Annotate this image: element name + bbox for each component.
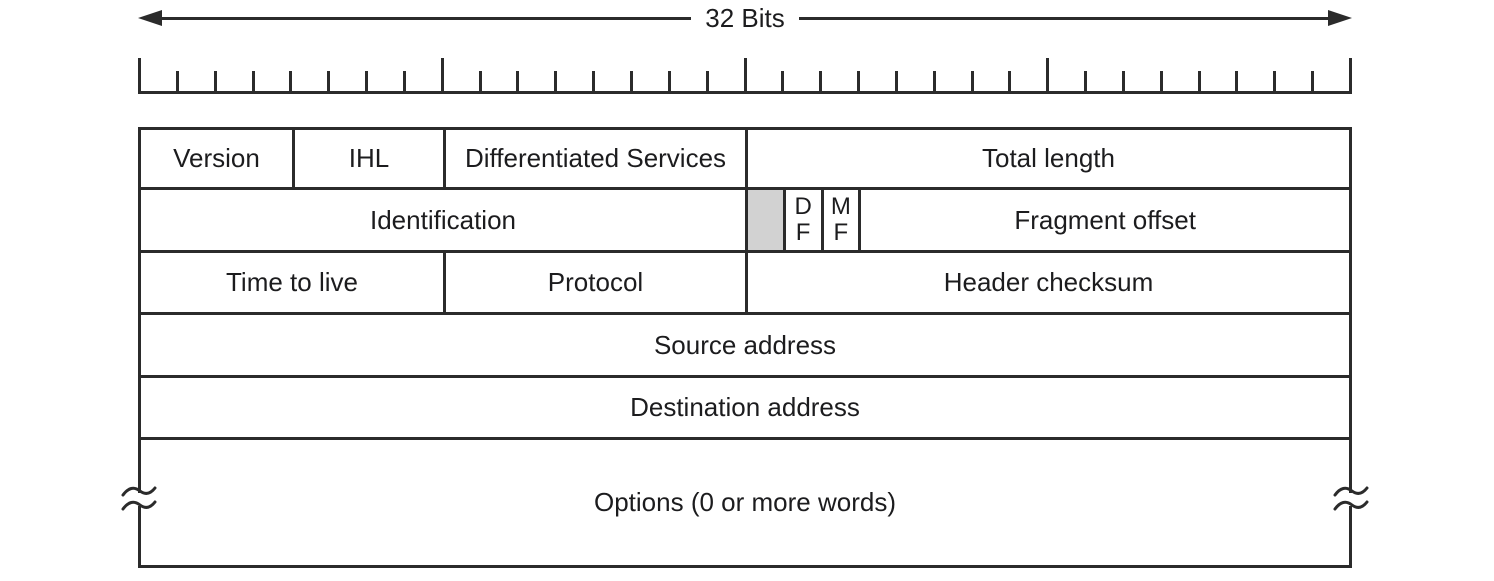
- field-source-address: Source address: [653, 329, 837, 360]
- flag-letter: F: [833, 219, 849, 246]
- ruler-minor-tick: [1084, 71, 1087, 91]
- ruler-minor-tick: [1311, 71, 1314, 91]
- bits-width-arrow: 32 Bits: [138, 4, 1352, 32]
- ruler-minor-tick: [176, 71, 179, 91]
- ruler-major-tick: [441, 58, 444, 91]
- ruler-minor-tick: [933, 71, 936, 91]
- ruler-minor-tick: [1160, 71, 1163, 91]
- ruler-major-tick: [1046, 58, 1049, 91]
- ruler-minor-tick: [516, 71, 519, 91]
- ruler-minor-tick: [819, 71, 822, 91]
- field-protocol: Protocol: [443, 253, 745, 312]
- field-fragment-offset: Fragment offset: [858, 190, 1349, 250]
- bits-label: 32 Bits: [705, 3, 785, 33]
- field-total-length: Total length: [745, 130, 1349, 187]
- ruler-minor-tick: [1198, 71, 1201, 91]
- ruler-minor-tick: [857, 71, 860, 91]
- ruler-minor-tick: [1122, 71, 1125, 91]
- field-unused-bit: [745, 190, 783, 250]
- ruler-minor-tick: [1273, 71, 1276, 91]
- header-row-4: Source address: [141, 312, 1349, 375]
- field-time-to-live: Time to live: [226, 267, 358, 297]
- field-options: Options (0 or more words): [594, 487, 896, 517]
- ruler-minor-tick: [252, 71, 255, 91]
- field-header-checksum: Header checksum: [745, 253, 1349, 312]
- field-ihl: IHL: [292, 130, 443, 187]
- ruler-minor-tick: [327, 71, 330, 91]
- length-break-left-icon: [119, 482, 159, 516]
- flag-letter: M: [830, 193, 851, 220]
- header-row-6: Options (0 or more words): [141, 437, 1349, 565]
- ruler-minor-tick: [403, 71, 406, 91]
- bit-ruler: [138, 58, 1352, 94]
- ruler-minor-tick: [214, 71, 217, 91]
- ruler-minor-tick: [479, 71, 482, 91]
- ruler-minor-tick: [1235, 71, 1238, 91]
- header-row-5: Destination address: [141, 375, 1349, 437]
- ruler-minor-tick: [554, 71, 557, 91]
- ruler-minor-tick: [365, 71, 368, 91]
- arrow-line-left: [162, 16, 692, 20]
- flag-letter: F: [795, 219, 811, 246]
- arrow-left-head-icon: [138, 10, 162, 26]
- flag-letter: D: [794, 193, 812, 220]
- ruler-major-tick: [1349, 58, 1352, 91]
- ruler-minor-tick: [971, 71, 974, 91]
- ruler-minor-tick: [630, 71, 633, 91]
- length-break-right-icon: [1331, 482, 1371, 516]
- field-version: Version: [173, 143, 260, 173]
- arrow-right-head-icon: [1328, 10, 1352, 26]
- field-identification: Identification: [370, 204, 516, 235]
- ruler-minor-tick: [706, 71, 709, 91]
- ruler-minor-tick: [289, 71, 292, 91]
- field-destination-address: Destination address: [630, 392, 860, 422]
- ruler-minor-tick: [668, 71, 671, 91]
- ruler-major-tick: [138, 58, 141, 91]
- arrow-line-right: [798, 16, 1328, 20]
- ruler-minor-tick: [781, 71, 784, 91]
- ruler-minor-tick: [592, 71, 595, 91]
- ruler-minor-tick: [1008, 71, 1011, 91]
- ruler-major-tick: [744, 58, 747, 91]
- field-differentiated-services: Differentiated Services: [443, 130, 745, 187]
- ruler-minor-tick: [895, 71, 898, 91]
